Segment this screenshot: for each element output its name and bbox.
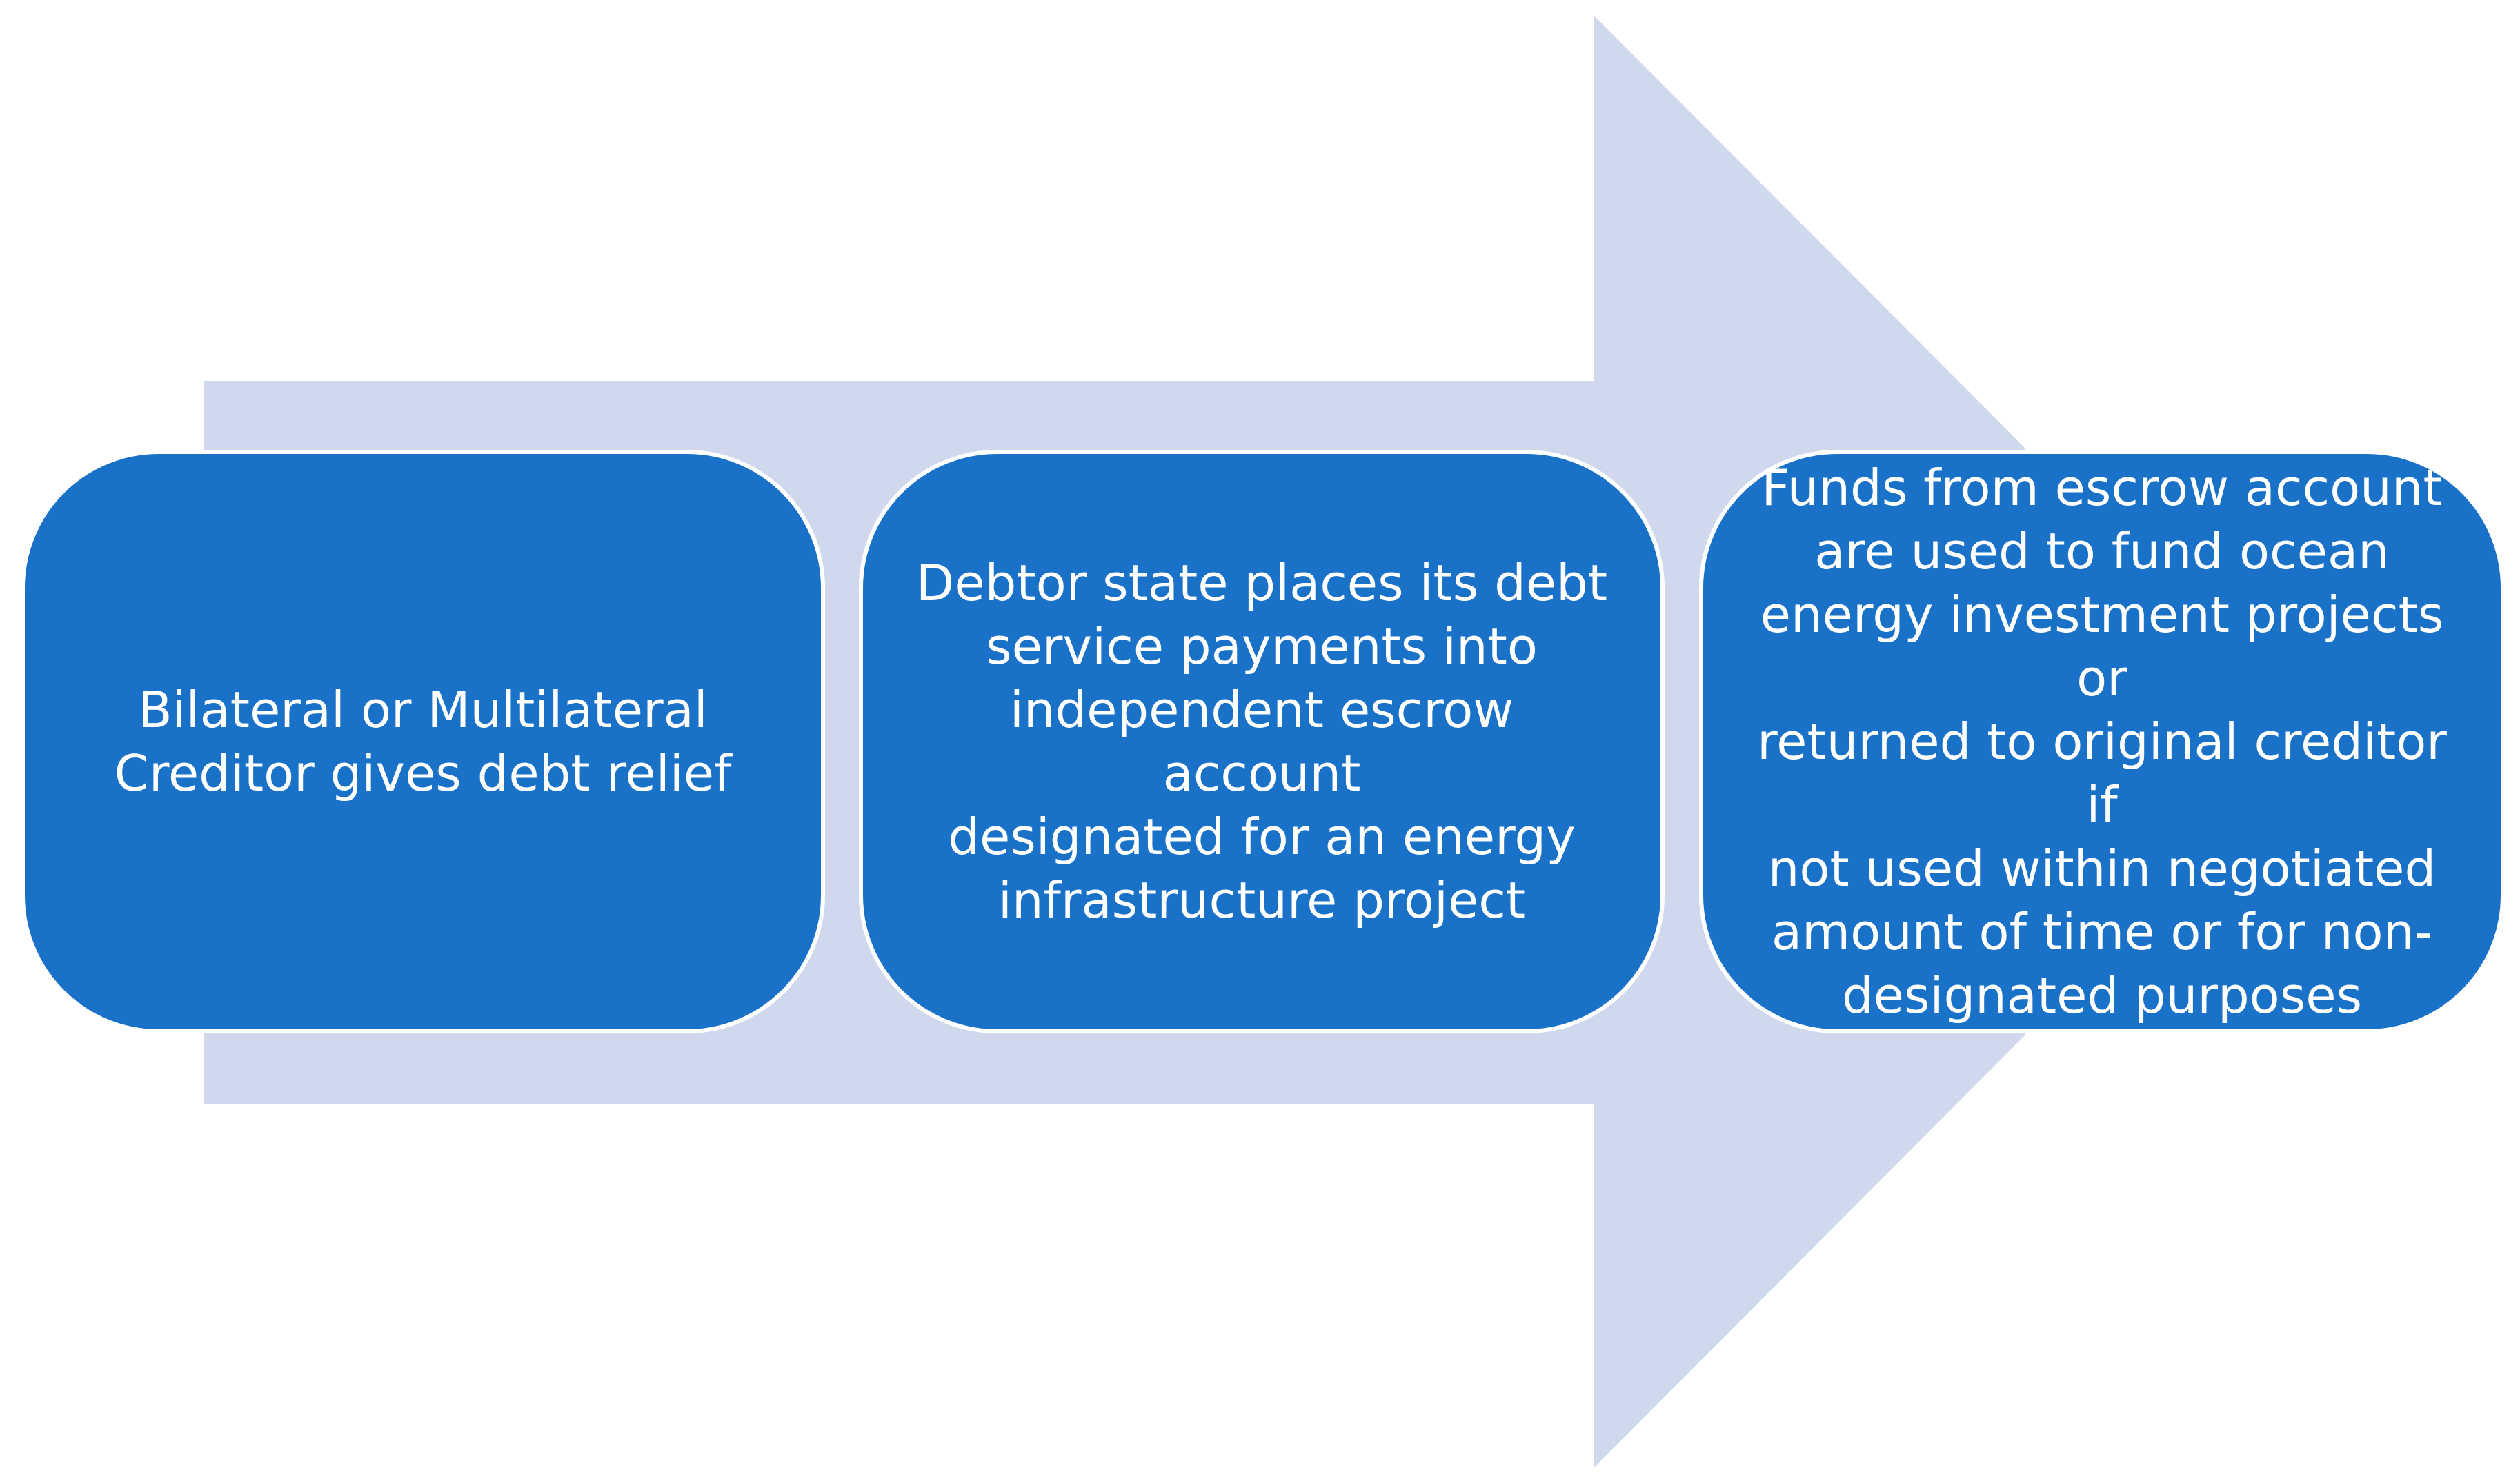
- step-2-text: Debtor state places its debt service pay…: [915, 554, 1608, 929]
- step-box-creditor-relief: Bilateral or Multilateral Creditor gives…: [21, 450, 825, 1033]
- step-1-text: Bilateral or Multilateral Creditor gives…: [114, 681, 732, 802]
- step-3-text: Funds from escrow account are used to fu…: [1757, 459, 2447, 1024]
- step-box-fund-usage: Funds from escrow account are used to fu…: [1699, 450, 2505, 1033]
- step-box-escrow-deposit: Debtor state places its debt service pay…: [859, 450, 1665, 1033]
